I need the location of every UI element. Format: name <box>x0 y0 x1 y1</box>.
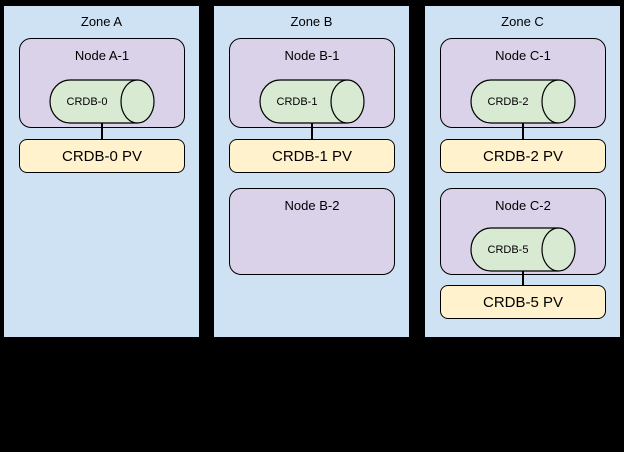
node-b-1-label: Node B-1 <box>284 48 340 63</box>
database-cylinder-icon <box>470 79 576 124</box>
pv-crdb-2: CRDB-2 PV <box>440 139 606 173</box>
pod-crdb-2: CRDB-2 <box>470 79 576 124</box>
pv-crdb-2-label: CRDB-2 PV <box>482 147 564 165</box>
pv-crdb-0-label: CRDB-0 PV <box>61 147 143 165</box>
pv-crdb-0: CRDB-0 PV <box>19 139 185 173</box>
zone-c-label: Zone C <box>501 14 544 29</box>
node-a-1: Node A-1 CRDB-0 <box>19 38 185 128</box>
connector-line <box>311 123 313 139</box>
pod-crdb-0: CRDB-0 <box>49 79 155 124</box>
pv-crdb-1-label: CRDB-1 PV <box>271 147 353 165</box>
pv-crdb-5: CRDB-5 PV <box>440 285 606 319</box>
node-b-2-label: Node B-2 <box>284 198 340 213</box>
database-cylinder-icon <box>49 79 155 124</box>
database-cylinder-icon <box>259 79 365 124</box>
zone-a-label: Zone A <box>80 14 123 29</box>
pod-crdb-1-label: CRDB-1 <box>276 95 318 108</box>
pod-crdb-5-label: CRDB-5 <box>487 243 529 256</box>
zone-c: Zone C Node C-1 CRDB-2 CRDB-2 PV Node C-… <box>424 5 621 338</box>
connector-line <box>522 123 524 139</box>
zone-b-label: Zone B <box>290 14 333 29</box>
zone-a: Zone A Node A-1 CRDB-0 CRDB-0 PV <box>3 5 200 338</box>
node-c-2-label: Node C-2 <box>495 198 551 213</box>
pod-crdb-1: CRDB-1 <box>259 79 365 124</box>
node-b-1: Node B-1 CRDB-1 <box>229 38 395 128</box>
pod-crdb-5: CRDB-5 <box>470 227 576 272</box>
database-cylinder-icon <box>470 227 576 272</box>
node-c-1: Node C-1 CRDB-2 <box>440 38 606 128</box>
pod-crdb-0-label: CRDB-0 <box>66 95 108 108</box>
pod-crdb-2-label: CRDB-2 <box>487 95 529 108</box>
connector-line <box>522 271 524 285</box>
node-b-2: Node B-2 <box>229 188 395 275</box>
node-c-2: Node C-2 CRDB-5 <box>440 188 606 275</box>
pv-crdb-1: CRDB-1 PV <box>229 139 395 173</box>
zone-b: Zone B Node B-1 CRDB-1 CRDB-1 PV Node B-… <box>213 5 410 338</box>
node-a-1-label: Node A-1 <box>74 48 130 63</box>
pv-crdb-5-label: CRDB-5 PV <box>482 293 564 311</box>
connector-line <box>101 123 103 139</box>
node-c-1-label: Node C-1 <box>495 48 551 63</box>
